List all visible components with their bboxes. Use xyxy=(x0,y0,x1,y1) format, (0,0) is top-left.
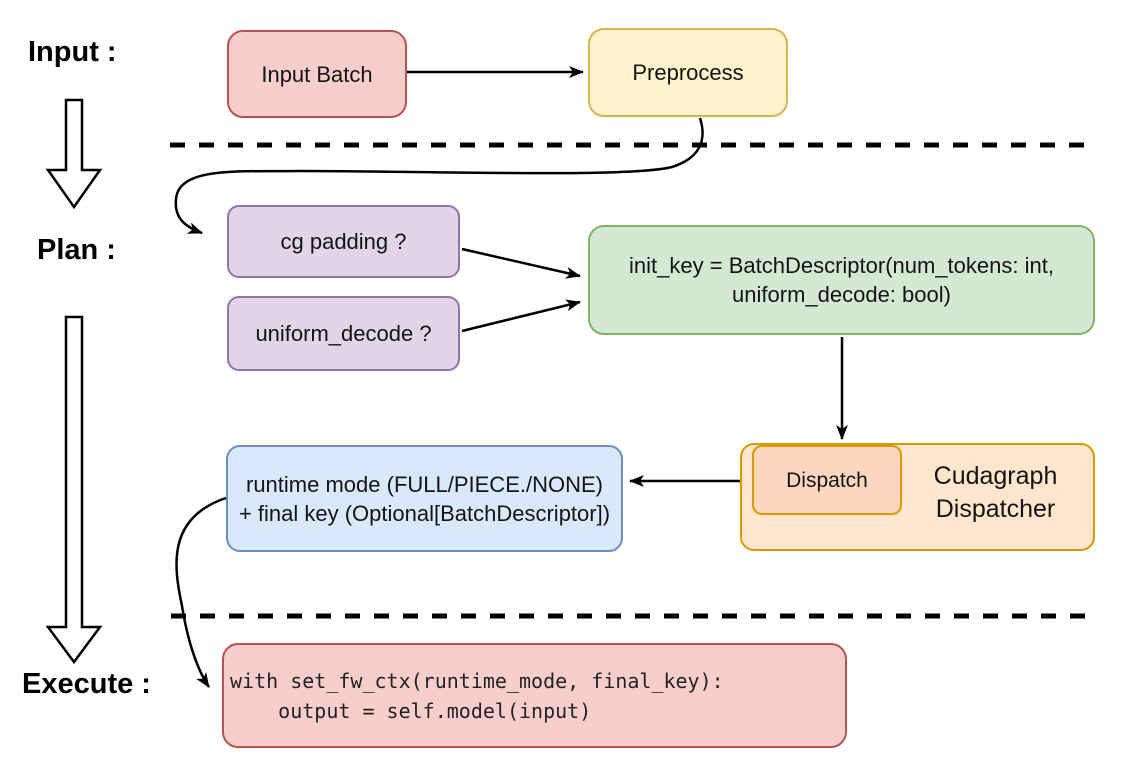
node-input-batch: Input Batch xyxy=(227,30,407,118)
node-runtime-mode-line2: + final key (Optional[BatchDescriptor]) xyxy=(238,500,611,526)
node-cg-padding-label: cg padding ? xyxy=(280,229,407,254)
node-dispatch-label: Dispatch xyxy=(786,468,868,492)
node-cg-padding: cg padding ? xyxy=(227,205,460,278)
node-cudagraph-dispatcher-label: Cudagraph Dispatcher xyxy=(893,460,1098,526)
node-dispatch: Dispatch xyxy=(752,445,902,515)
hollow-arrow-plan-to-execute xyxy=(45,315,103,665)
arrow-cgpadding-to-initkey xyxy=(461,247,581,279)
stage-label-plan: Plan : xyxy=(37,234,116,266)
node-runtime-mode: runtime mode (FULL/PIECE./NONE) + final … xyxy=(226,445,623,552)
node-preprocess: Preprocess xyxy=(588,28,788,117)
stage-label-input: Input : xyxy=(28,36,117,68)
node-execute-code: with set_fw_ctx(runtime_mode, final_key)… xyxy=(222,643,847,748)
curve-runtimemode-to-execute xyxy=(175,496,227,688)
node-init-key-line2: uniform_decode: bool) xyxy=(732,282,951,307)
node-uniform-decode: uniform_decode ? xyxy=(227,296,460,371)
node-init-key: init_key = BatchDescriptor(num_tokens: i… xyxy=(588,225,1095,335)
cudagraph-label-line1: Cudagraph xyxy=(933,462,1058,490)
stage-label-execute: Execute : xyxy=(22,668,151,700)
hollow-arrow-input-to-plan xyxy=(45,98,103,210)
node-runtime-mode-line1: runtime mode (FULL/PIECE./NONE) xyxy=(246,471,603,497)
execute-code-line2: output = self.model(input) xyxy=(230,698,592,723)
node-preprocess-label: Preprocess xyxy=(632,60,744,85)
node-init-key-line1: init_key = BatchDescriptor(num_tokens: i… xyxy=(629,253,1054,278)
cudagraph-label-line2: Dispatcher xyxy=(935,495,1056,523)
arrow-uniformdecode-to-initkey xyxy=(461,299,581,333)
node-uniform-decode-label: uniform_decode ? xyxy=(255,321,432,346)
node-input-batch-label: Input Batch xyxy=(261,61,373,87)
execute-code-line1: with set_fw_ctx(runtime_mode, final_key)… xyxy=(230,668,724,693)
